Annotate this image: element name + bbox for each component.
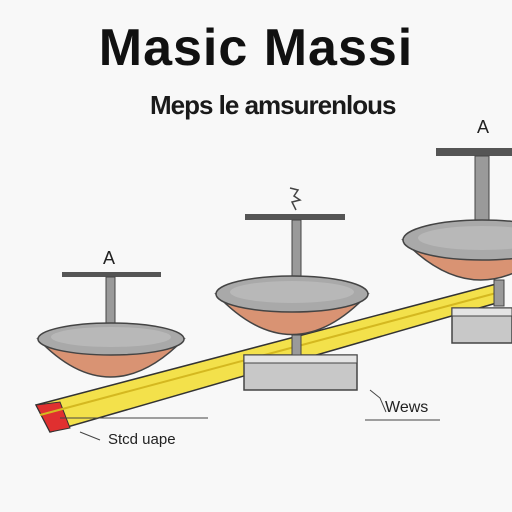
bottom-left-label: Stcd uape [108,431,176,448]
bottom-right-label: Wews [385,399,428,416]
page-subtitle: Meps le amsurenlous [150,90,396,120]
right-pan-marker: A [477,117,489,137]
right-scale [401,148,512,307]
left-pan-marker: A [103,248,115,268]
middle-scale [214,187,370,356]
page-title: Masic Massi [98,19,414,77]
left-scale [36,272,186,378]
